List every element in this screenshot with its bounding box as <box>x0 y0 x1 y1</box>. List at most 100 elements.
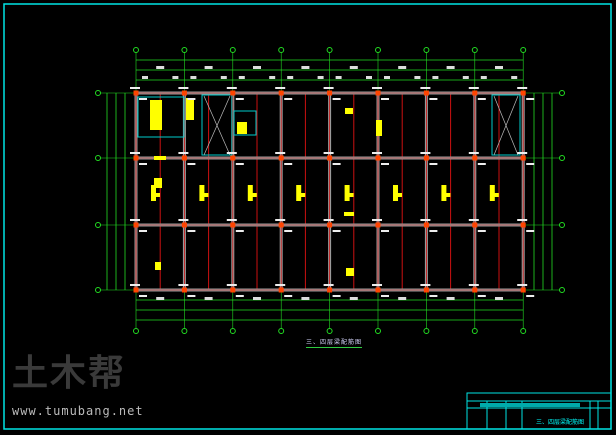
dimension-text <box>190 76 197 79</box>
column <box>278 155 284 161</box>
dimension-text <box>366 76 372 79</box>
beam-label <box>284 163 293 165</box>
beam-label <box>275 219 286 221</box>
dimension-text <box>253 66 261 69</box>
column <box>278 90 284 96</box>
axis-bubble <box>423 328 430 334</box>
beam-label <box>477 230 486 232</box>
column <box>423 155 429 161</box>
dimension-text <box>269 76 276 79</box>
beam-label <box>226 219 237 221</box>
column <box>375 222 381 228</box>
dimension-text <box>446 66 455 69</box>
axis-bubble <box>326 328 333 334</box>
beam-label <box>178 219 189 221</box>
beam-label <box>429 230 438 232</box>
beam-label <box>517 219 528 221</box>
beam-label <box>130 219 140 221</box>
dimension-text <box>287 76 294 79</box>
title-block-drawing-name: 三、四层梁配筋图 <box>536 419 585 426</box>
beam-label <box>420 284 431 286</box>
rebar-annotation <box>492 193 499 197</box>
axis-bubble <box>559 287 565 293</box>
beam-label <box>381 163 389 165</box>
dimension-text <box>446 297 455 300</box>
beam-label <box>381 295 389 297</box>
beam-label <box>526 230 535 232</box>
beam-label <box>332 230 341 232</box>
dimension-text <box>317 76 324 79</box>
drawing-frame <box>3 3 612 430</box>
axis-bubble <box>229 47 236 53</box>
axis-bubble <box>278 328 285 334</box>
rebar-annotation <box>150 100 162 130</box>
column <box>230 222 236 228</box>
column <box>181 287 187 293</box>
dimension-text <box>204 66 213 69</box>
rebar-annotation <box>247 185 253 201</box>
rebar-annotation <box>345 108 353 114</box>
beam-label <box>235 163 244 165</box>
axis-bubble <box>471 328 478 334</box>
beam-label <box>323 87 334 89</box>
axis-bubble <box>95 287 101 293</box>
column <box>181 90 187 96</box>
dimension-text <box>398 297 407 300</box>
beam-label <box>372 219 382 221</box>
beam-label <box>526 163 535 165</box>
beam-label <box>130 152 140 154</box>
beam-label <box>372 284 382 286</box>
beam-label <box>429 98 438 100</box>
beam-label <box>178 87 189 89</box>
column <box>472 90 478 96</box>
opening-cross <box>493 95 519 156</box>
column <box>472 155 478 161</box>
column <box>327 90 333 96</box>
rebar-annotation <box>344 212 354 216</box>
beam-label <box>323 284 334 286</box>
rebar-annotation <box>489 185 495 201</box>
beam-label <box>332 163 341 165</box>
beam-label <box>323 152 334 154</box>
axis-bubble <box>326 47 333 53</box>
beam-label <box>226 87 237 89</box>
beam-label <box>130 87 140 89</box>
rebar-annotation <box>154 156 166 160</box>
beam-label <box>381 98 389 100</box>
column <box>375 90 381 96</box>
rebar-annotation <box>250 193 257 197</box>
beam-label <box>275 87 286 89</box>
column <box>520 90 526 96</box>
axis-bubble <box>559 155 565 161</box>
beam-label <box>420 87 431 89</box>
dimension-text <box>511 76 518 79</box>
column <box>375 155 381 161</box>
beam-label <box>275 284 286 286</box>
beam-label <box>372 87 382 89</box>
rebar-annotation <box>237 122 247 134</box>
axis-bubble <box>471 47 478 53</box>
column <box>520 155 526 161</box>
dimension-text <box>398 66 407 69</box>
column <box>520 222 526 228</box>
rebar-annotation <box>299 193 306 197</box>
beam-label <box>284 98 293 100</box>
stair-shaft <box>201 94 233 156</box>
beam-label <box>468 219 479 221</box>
rebar-annotation <box>296 185 302 201</box>
beam-label <box>275 152 286 154</box>
beam-label <box>284 295 293 297</box>
column <box>327 222 333 228</box>
column <box>327 287 333 293</box>
column <box>181 155 187 161</box>
stair-shaft <box>491 94 521 156</box>
dimension-text <box>480 76 487 79</box>
axis-bubble <box>375 328 381 334</box>
column <box>423 90 429 96</box>
rebar-annotation <box>202 193 209 197</box>
axis-bubble <box>520 328 527 334</box>
dimension-text <box>349 297 358 300</box>
dimension-text <box>432 76 439 79</box>
